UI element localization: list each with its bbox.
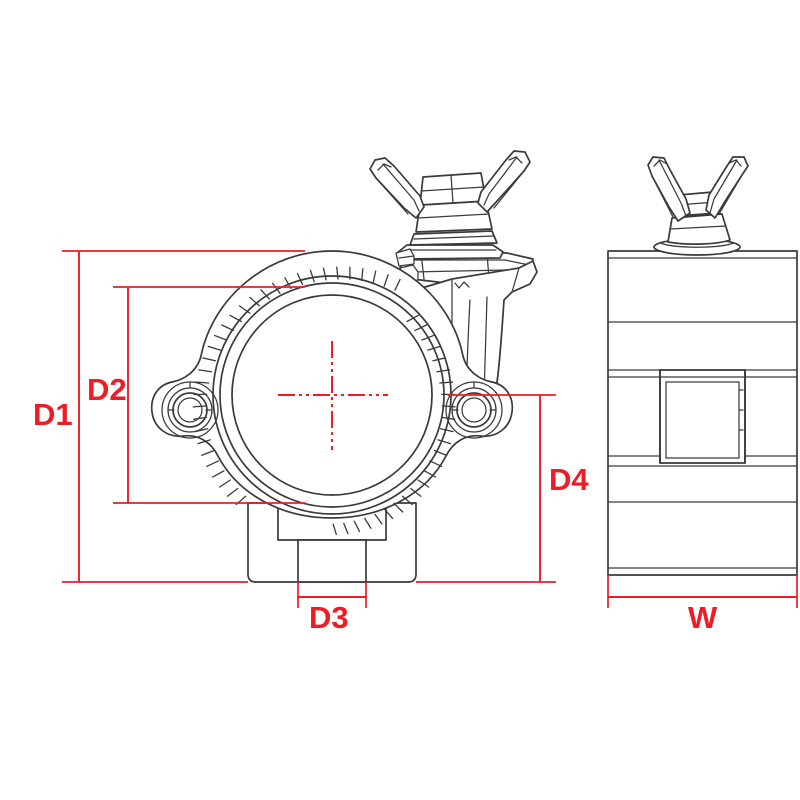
dimension-label-W: W (688, 600, 718, 635)
dimension-D2: D2 (87, 286, 305, 504)
side-view (607, 156, 798, 576)
wing-nut-front (369, 150, 531, 267)
dimension-label-D3: D3 (309, 600, 349, 635)
dimension-label-D2: D2 (87, 372, 127, 407)
side-notch (659, 369, 746, 464)
wing-nut-side (647, 156, 749, 256)
bolt-boss-left (161, 381, 219, 439)
dimension-W: W (607, 575, 798, 635)
centre-mark (278, 341, 388, 450)
dimension-annotations: D1 D2 D3 D4 (33, 250, 798, 635)
front-view (150, 150, 538, 583)
dimension-D4: D4 (416, 394, 589, 583)
dimension-D3: D3 (297, 582, 367, 635)
dimension-label-D1: D1 (33, 397, 73, 432)
dimension-label-D4: D4 (549, 462, 589, 497)
bolt-boss-right (445, 381, 503, 439)
knurl-hatching (192, 266, 456, 536)
dimension-D1: D1 (33, 250, 305, 583)
